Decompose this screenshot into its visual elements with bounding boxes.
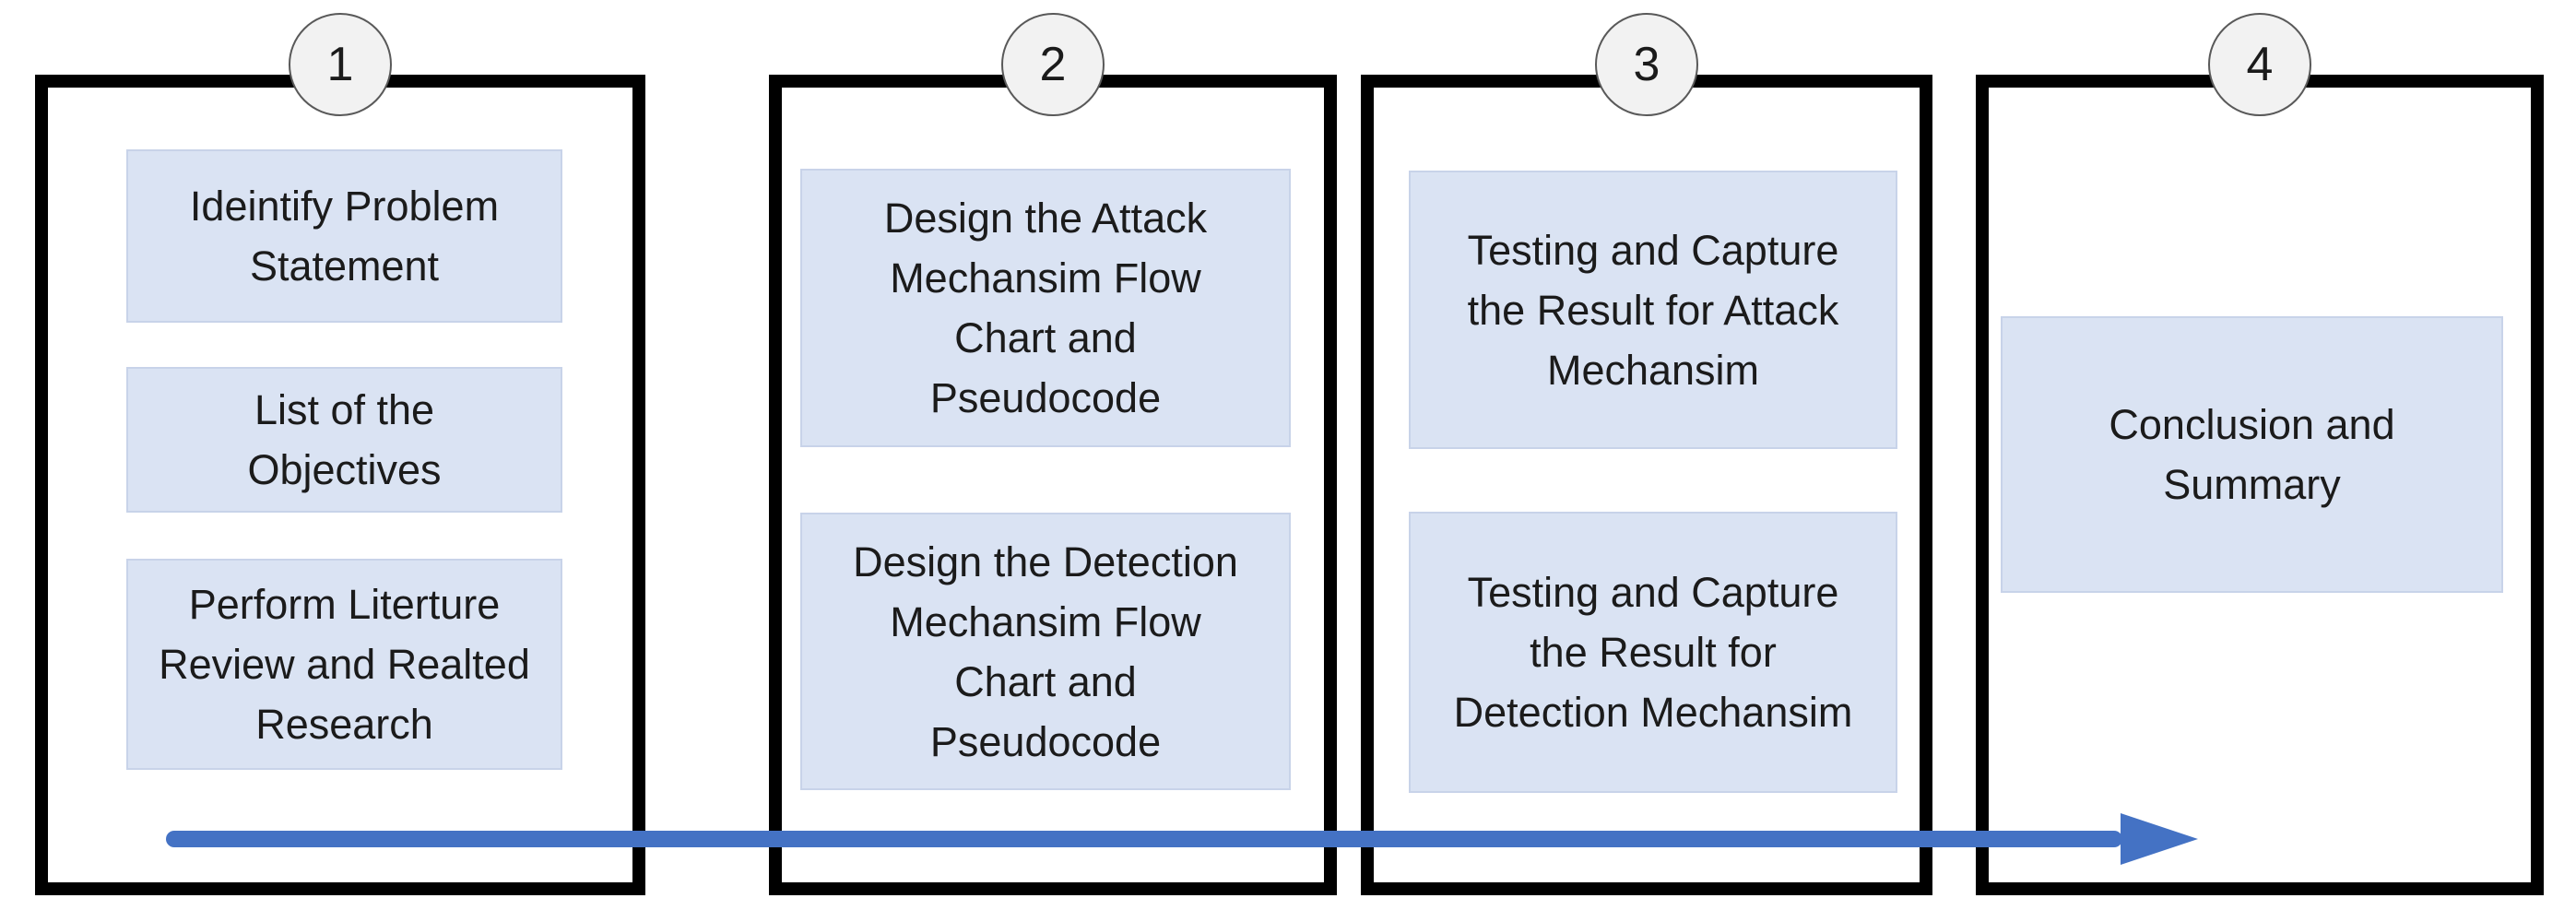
task-label: Design the Attack Mechansim Flow Chart a… (883, 195, 1208, 421)
step-number-label: 2 (1039, 38, 1067, 91)
task-label: Testing and Capture the Result for Attac… (1467, 226, 1839, 394)
step-number-badge-4: 4 (2208, 13, 2311, 116)
task-box: Design the Detection Mechansim Flow Char… (800, 513, 1291, 790)
step-panel-1 (35, 75, 645, 895)
step-number-badge-1: 1 (289, 13, 392, 116)
step-number-label: 1 (326, 38, 354, 91)
task-label: Testing and Capture the Result for Detec… (1453, 569, 1853, 736)
task-box: List of the Objectives (126, 367, 562, 513)
step-number-label: 3 (1633, 38, 1660, 91)
task-box: Ideintify Problem Statement (126, 149, 562, 323)
task-label: Perform Literture Review and Realted Res… (159, 581, 530, 748)
task-box: Design the Attack Mechansim Flow Chart a… (800, 169, 1291, 447)
task-label: Design the Detection Mechansim Flow Char… (853, 538, 1238, 765)
task-label: Ideintify Problem Statement (189, 183, 500, 290)
task-box: Testing and Capture the Result for Attac… (1409, 171, 1897, 449)
step-panel-2 (769, 75, 1337, 895)
task-box: Conclusion and Summary (2001, 316, 2503, 593)
timeline-arrow-head-icon (2121, 813, 2198, 865)
step-number-badge-2: 2 (1001, 13, 1105, 116)
task-label: List of the Objectives (247, 386, 442, 493)
timeline-arrow-shaft (166, 831, 2122, 847)
task-label: Conclusion and Summary (2109, 401, 2395, 508)
task-box: Testing and Capture the Result for Detec… (1409, 512, 1897, 793)
task-box: Perform Literture Review and Realted Res… (126, 559, 562, 770)
step-number-label: 4 (2246, 38, 2274, 91)
step-number-badge-3: 3 (1595, 13, 1698, 116)
